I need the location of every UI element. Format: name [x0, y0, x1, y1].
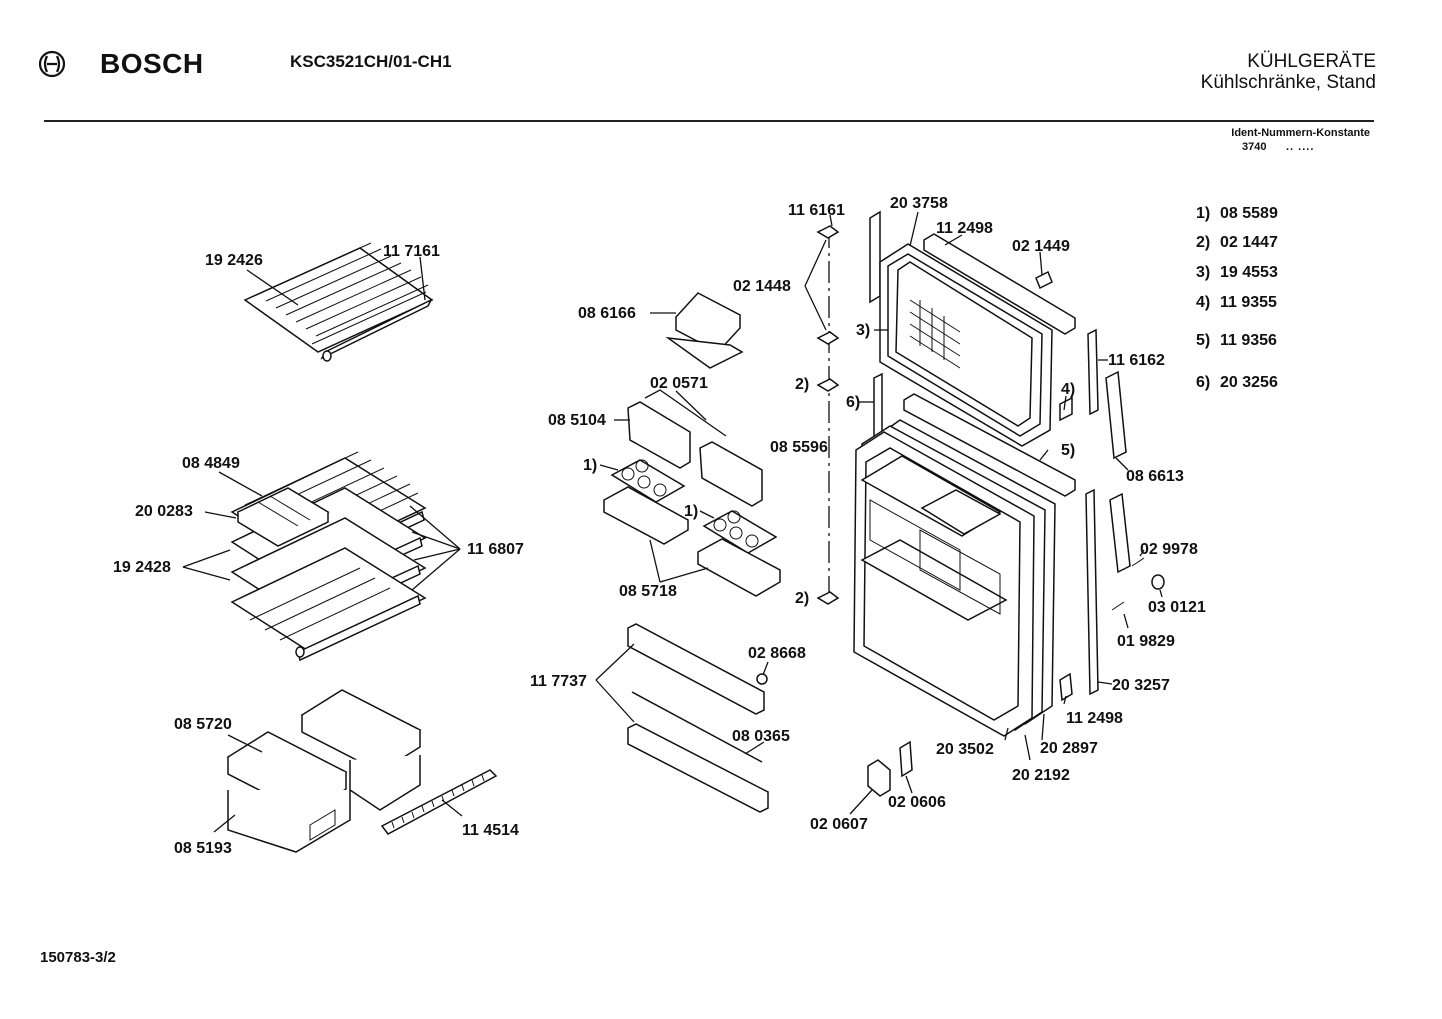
part-label: 02 1448	[733, 278, 791, 295]
header-divider	[44, 120, 1374, 122]
legend-key: 4)	[1196, 294, 1210, 311]
part-label: 08 0365	[732, 728, 790, 745]
callout-label: 2)	[795, 376, 809, 393]
part-label: 02 0606	[888, 794, 946, 811]
part-label: 08 5720	[174, 716, 232, 733]
part-label: 08 6166	[578, 305, 636, 322]
callout-label: 3)	[856, 322, 870, 339]
part-label: 11 7737	[530, 673, 587, 690]
legend-value: 02 1447	[1220, 234, 1278, 251]
part-label: 20 2897	[1040, 740, 1098, 757]
part-label: 11 6162	[1108, 352, 1165, 369]
part-label: 02 1449	[1012, 238, 1070, 255]
ident-value: 3740	[1242, 141, 1267, 153]
footnote-legend: 1) 08 5589 2) 02 1447 3) 19 4553 4) 11 9…	[1196, 205, 1278, 391]
drawer-rail	[380, 769, 498, 835]
brand-name: BOSCH	[100, 48, 204, 79]
part-label: 20 3257	[1112, 677, 1170, 694]
part-label: 20 3758	[890, 195, 948, 212]
bosch-logo-icon	[38, 50, 66, 78]
legend-value: 11 9356	[1220, 332, 1277, 349]
callout-label: 2)	[795, 590, 809, 607]
part-label: 11 6807	[467, 541, 524, 558]
part-label: 20 3502	[936, 741, 994, 758]
ident-label: Ident-Nummern-Konstante	[1231, 127, 1370, 139]
document-number: 150783-3/2	[40, 949, 116, 966]
part-label: 08 5193	[174, 840, 232, 857]
part-label: 20 2192	[1012, 767, 1070, 784]
part-label: 11 7161	[383, 243, 440, 260]
part-label: 02 0571	[650, 375, 708, 392]
callout-label: 5)	[1061, 442, 1075, 459]
callout-label: 1)	[684, 503, 698, 520]
part-label: 19 2426	[205, 252, 263, 269]
bottom-hinge-brackets	[867, 740, 913, 797]
part-label: 11 6161	[788, 202, 845, 219]
callout-label: 4)	[1061, 381, 1075, 398]
ident-dots: .. ....	[1286, 141, 1315, 153]
part-label: 08 5596	[770, 439, 828, 456]
egg-tray-set	[603, 459, 781, 597]
part-label: 11 2498	[1066, 710, 1123, 727]
part-label: 19 2428	[113, 559, 171, 576]
crisper-drawers	[226, 689, 422, 853]
wire-shelf-stack	[230, 451, 427, 662]
part-label: 11 4514	[462, 822, 519, 839]
model-number: KSC3521CH/01-CH1	[290, 52, 452, 71]
legend-key: 5)	[1196, 332, 1210, 349]
freezer-door	[869, 210, 1076, 447]
part-label: 02 0607	[810, 816, 868, 833]
legend-key: 1)	[1196, 205, 1210, 222]
legend-value: 08 5589	[1220, 205, 1278, 222]
legend-key: 2)	[1196, 234, 1210, 251]
part-label: 01 9829	[1117, 633, 1175, 650]
part-label: 08 5104	[548, 412, 606, 429]
legend-value: 19 4553	[1220, 264, 1278, 281]
part-label: 20 0283	[135, 503, 193, 520]
legend-key: 3)	[1196, 264, 1210, 281]
butter-compartment	[665, 292, 744, 369]
legend-value: 11 9355	[1220, 294, 1277, 311]
category-subtitle: Kühlschränke, Stand	[1200, 72, 1376, 93]
part-label: 02 8668	[748, 645, 806, 662]
callout-label: 1)	[583, 457, 597, 474]
door-racks	[627, 623, 769, 813]
part-label: 11 2498	[936, 220, 993, 237]
part-label: 08 4849	[182, 455, 240, 472]
part-label: 02 9978	[1140, 541, 1198, 558]
handle-parts	[1085, 328, 1165, 696]
callout-label: 6)	[846, 394, 860, 411]
part-label: 03 0121	[1148, 599, 1206, 616]
door-bin-small	[627, 401, 763, 507]
part-label: 08 5718	[619, 583, 677, 600]
part-label: 08 6613	[1126, 468, 1184, 485]
wire-shelf-top	[243, 242, 434, 362]
category-title: KÜHLGERÄTE	[1247, 51, 1376, 72]
legend-key: 6)	[1196, 374, 1210, 391]
fridge-door	[853, 393, 1076, 737]
legend-value: 20 3256	[1220, 374, 1278, 391]
